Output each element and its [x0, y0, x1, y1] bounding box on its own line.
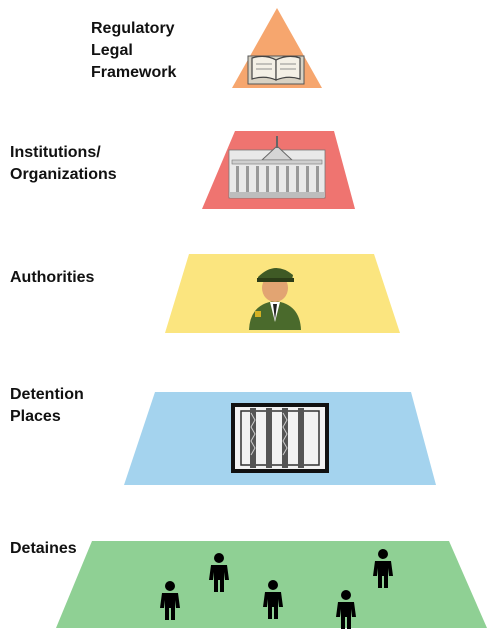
person-icon: [209, 553, 229, 592]
book-icon: [247, 55, 305, 85]
label-detention-places: Detention Places: [10, 384, 84, 428]
label-institutions: Institutions/ Organizations: [10, 142, 117, 186]
label-line: Authorities: [10, 269, 95, 286]
person-icon: [160, 581, 180, 620]
label-regulatory-framework: Regulatory Legal Framework: [91, 18, 176, 84]
people-icon: [160, 549, 393, 629]
label-line: Institutions/: [10, 144, 101, 161]
label-line: Regulatory: [91, 20, 175, 37]
label-line: Framework: [91, 64, 177, 81]
government-building-icon: [228, 136, 326, 199]
label-authorities: Authorities: [10, 267, 94, 289]
level-detention-places: [124, 392, 436, 485]
label-line: Detention: [10, 386, 84, 403]
label-line: Detaines: [10, 540, 77, 557]
level-regulatory-framework: [232, 8, 322, 88]
level-detainees: [56, 541, 487, 629]
person-icon: [263, 580, 283, 619]
prison-bars-icon: [231, 403, 329, 473]
label-detainees: Detaines: [10, 538, 77, 560]
label-line: Legal: [91, 42, 133, 59]
level-authorities: [165, 254, 400, 333]
level-institutions: [202, 131, 355, 209]
label-line: Places: [10, 408, 61, 425]
person-icon: [373, 549, 393, 588]
person-icon: [336, 590, 356, 629]
officer-icon: [249, 267, 301, 330]
label-line: Organizations: [10, 166, 117, 183]
